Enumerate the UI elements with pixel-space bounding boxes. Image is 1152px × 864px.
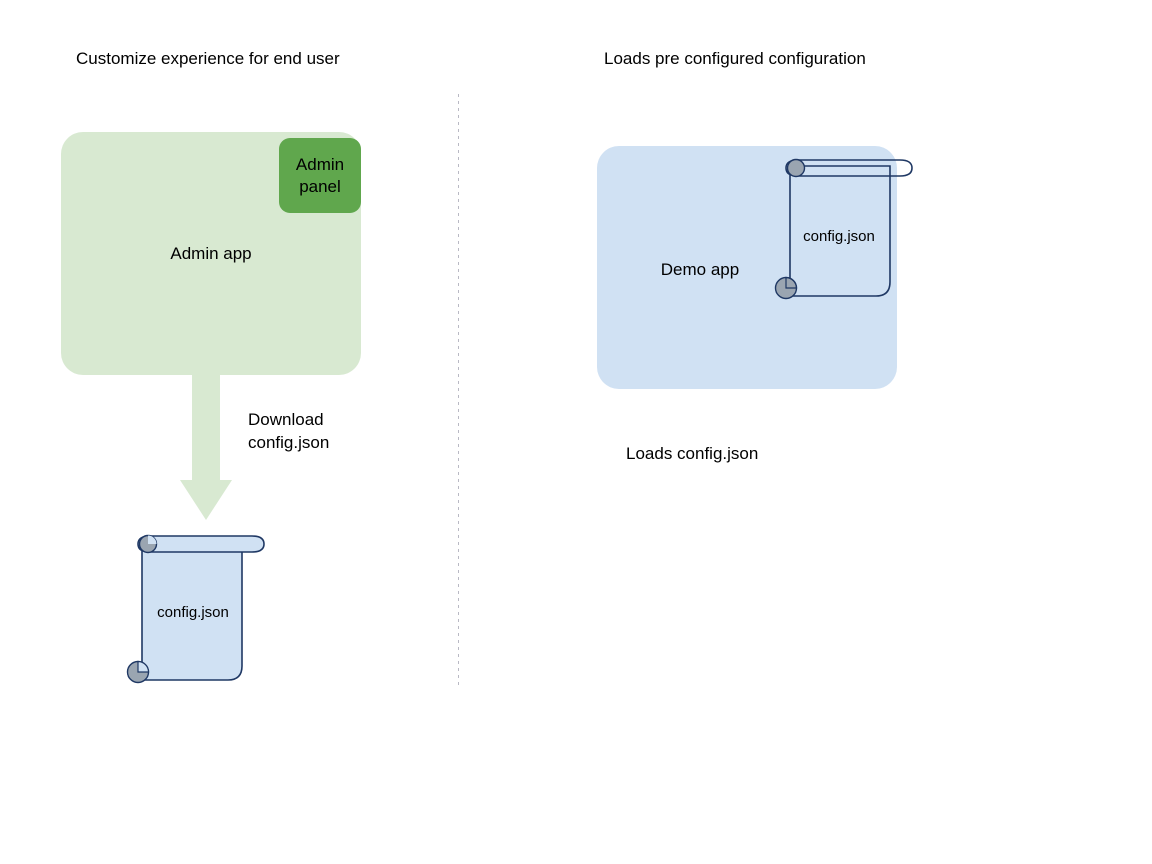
config-json-label-right: config.json [803, 228, 875, 245]
loads-config-caption: Loads config.json [626, 444, 759, 463]
config-json-document-right [774, 158, 913, 300]
config-json-label-left: config.json [157, 604, 229, 621]
admin-app-label: Admin app [170, 244, 252, 263]
demo-app-label: Demo app [660, 260, 740, 279]
config-json-document-left [126, 534, 265, 684]
download-arrow-icon [180, 370, 232, 520]
download-arrow-label: Download config.json [248, 410, 330, 452]
admin-panel-badge[interactable]: Admin panel [279, 138, 361, 213]
left-column-title: Customize experience for end user [76, 49, 340, 68]
right-column-title: Loads pre configured configuration [604, 49, 866, 68]
demo-app-box [597, 146, 897, 389]
column-divider [458, 94, 459, 686]
